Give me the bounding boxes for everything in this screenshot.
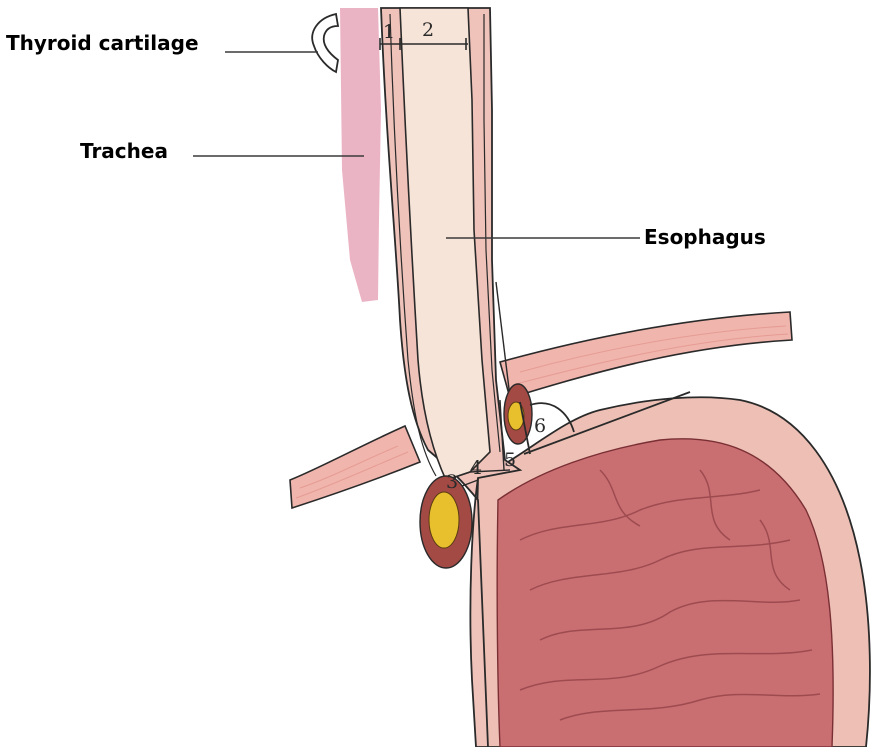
number-1: 1 [383, 21, 395, 43]
esophagus-label: Esophagus [644, 225, 766, 249]
number-6: 6 [534, 415, 546, 437]
number-5: 5 [504, 449, 516, 471]
thyroid-cartilage-label: Thyroid cartilage [6, 31, 199, 55]
number-2: 2 [422, 19, 434, 41]
vessel-right [504, 384, 532, 444]
stomach-interior [497, 439, 833, 747]
number-3: 3 [446, 471, 458, 493]
number-4: 4 [470, 457, 482, 479]
trachea-label: Trachea [80, 139, 168, 163]
